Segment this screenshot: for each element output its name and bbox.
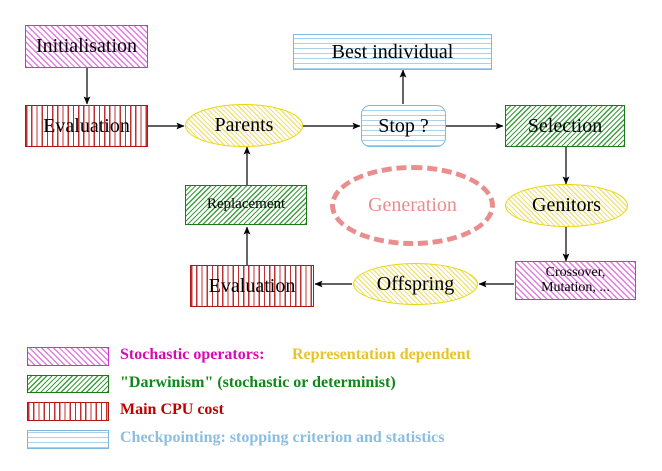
legend-label-stochastic-operators: Stochastic operators: [120,346,265,363]
legend-label-representation-dependent: Representation dependent [292,346,471,363]
node-genitors-label: Genitors [532,194,601,216]
node-generation-group: Generation [330,165,495,246]
node-offspring[interactable]: Offspring [353,263,478,305]
node-evaluation-bottom[interactable]: Evaluation [190,265,314,307]
node-best-individual-label: Best individual [331,40,454,63]
node-initialisation-label: Initialisation [35,35,138,57]
node-initialisation[interactable]: Initialisation [25,25,148,68]
node-evaluation-bottom-label: Evaluation [208,274,296,297]
node-best-individual[interactable]: Best individual [293,34,492,70]
legend-label-main-cpu-cost: Main CPU cost [120,401,224,418]
node-selection[interactable]: Selection [505,105,625,147]
node-offspring-label: Offspring [376,272,455,295]
node-parents[interactable]: Parents [185,104,303,147]
node-selection-label: Selection [527,114,603,137]
legend-swatch-checkpointing [27,430,109,449]
node-evaluation-top[interactable]: Evaluation [25,105,148,147]
node-replacement[interactable]: Replacement [185,185,307,225]
node-crossover-mutation-label: Crossover, Mutation, ... [541,264,610,295]
node-evaluation-top-label: Evaluation [43,114,130,137]
legend-swatch-main-cpu-cost [27,402,109,421]
node-replacement-label: Replacement [206,196,286,213]
node-parents-label: Parents [214,114,274,136]
legend-swatch-stochastic-operators [27,347,109,366]
node-crossover-mutation[interactable]: Crossover, Mutation, ... [515,261,636,300]
legend-swatch-darwinism [27,375,109,393]
node-stop-label: Stop ? [378,114,429,137]
node-stop[interactable]: Stop ? [361,105,446,147]
node-genitors[interactable]: Genitors [505,184,628,227]
legend-label-darwinism: "Darwinism" (stochastic or determinist) [120,374,396,391]
legend-label-checkpointing: Checkpointing: stopping criterion and st… [120,429,445,446]
node-generation-label: Generation [368,194,457,216]
